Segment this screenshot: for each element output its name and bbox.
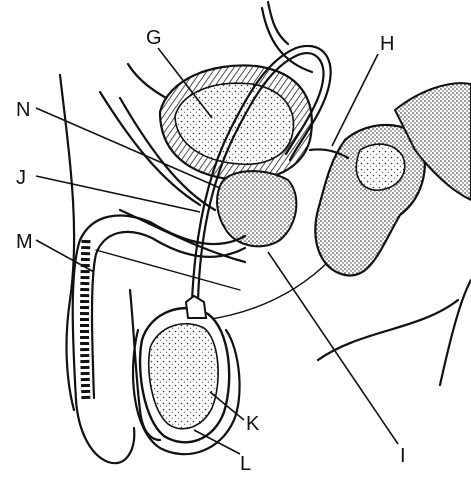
leader-J (36, 176, 200, 212)
label-K: K (246, 413, 260, 435)
label-G: G (146, 27, 162, 49)
rectum (310, 83, 471, 275)
label-M: M (16, 231, 33, 253)
bladder (160, 65, 312, 180)
label-I: I (400, 445, 406, 467)
label-H: H (380, 33, 394, 55)
label-L: L (240, 453, 251, 475)
label-N: N (16, 99, 30, 121)
label-J: J (16, 167, 26, 189)
leader-I (268, 252, 398, 444)
leader-M (36, 240, 94, 272)
prostate (217, 171, 296, 246)
